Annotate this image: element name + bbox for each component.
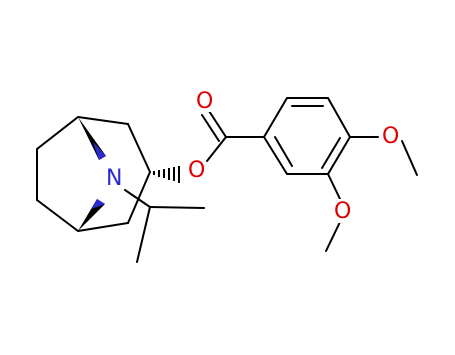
bond-c3-c4 (36, 199, 79, 232)
bond-ring-o-bottom (327, 173, 341, 200)
atom-o-ester-label: O (188, 158, 205, 183)
stereo-bonds (78, 117, 180, 231)
hashed-wedge-c6-o (153, 166, 180, 183)
bond-c5-c6 (127, 123, 151, 173)
wedge-c4-n-blue (91, 199, 105, 209)
wedge-c4-n (78, 199, 105, 231)
bond-oester-ccarbonyl (206, 136, 227, 162)
atom-n-label: N (106, 166, 122, 191)
bonds (36, 97, 418, 263)
bond-c6-c7 (127, 171, 151, 224)
bond-ch-me1 (149, 206, 205, 209)
bond-ccarbonyl-ocarbonyl-2 (201, 114, 220, 142)
bond-ch-me2 (136, 206, 151, 263)
bond-c7-c4 (77, 222, 129, 232)
bond-ring-inner-c (274, 136, 293, 167)
atom-o-methoxy-top-label: O (382, 124, 399, 149)
bond-ring-1-2 (263, 97, 288, 138)
bond-c1-c2 (36, 116, 79, 150)
bond-o-top-me (401, 140, 418, 176)
bond-ring-6-1 (263, 136, 288, 175)
bond-c1-c5 (77, 116, 129, 125)
bond-ring-4-5 (327, 136, 351, 175)
atom-o-carbonyl-label: O (196, 89, 213, 114)
wedge-c1-n-blue (93, 142, 106, 160)
atom-o-methoxy-bottom-label: O (334, 199, 351, 224)
atom-labels: N O O O O (104, 89, 400, 224)
bond-ccarbonyl-ocarbonyl-1 (208, 110, 227, 138)
bond-o-bottom-me (325, 221, 341, 252)
bond-ring-inner-b (321, 137, 341, 169)
bond-ring-3-4 (327, 97, 351, 138)
bond-n-ch (124, 189, 151, 208)
